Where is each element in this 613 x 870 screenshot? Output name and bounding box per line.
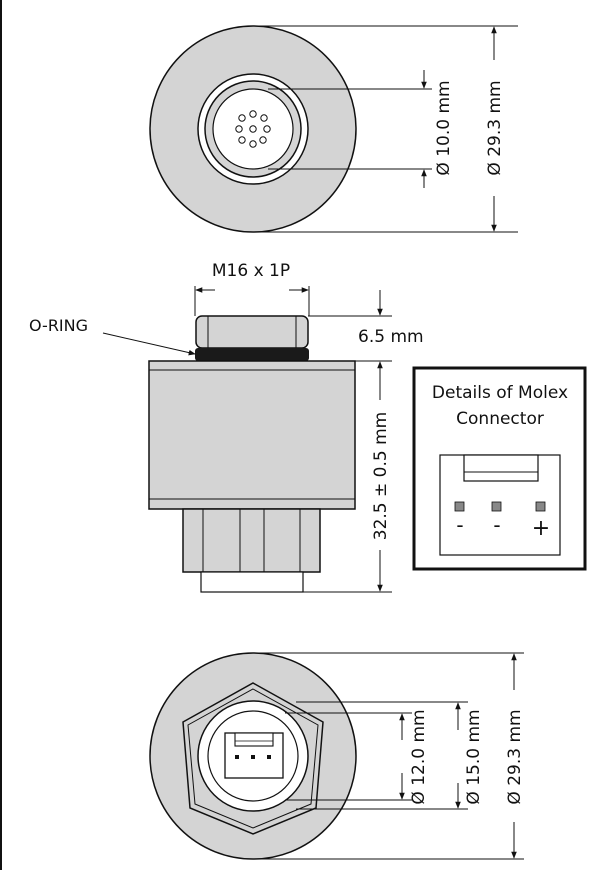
side-view: M16 x 1P O-RING 6.5 mm 32.5 ± 0.5 [29, 261, 424, 593]
molex-pin-1 [454, 501, 465, 512]
sensor-body [148, 360, 356, 510]
bottom-pin-1 [235, 755, 239, 759]
molex-pin-2 [491, 501, 502, 512]
thread-size-label: M16 x 1P [212, 261, 290, 281]
o-ring-label: O-RING [29, 316, 88, 335]
bottom-dia-29-label: Ø 29.3 mm [505, 709, 525, 804]
connector-base [200, 571, 304, 593]
molex-detail-box: Details of Molex Connector - - + [412, 366, 587, 571]
bottom-pin-3 [267, 755, 271, 759]
bottom-pin-2 [251, 755, 255, 759]
connector-housing [182, 508, 321, 573]
molex-title-line1: Details of Molex [432, 383, 568, 403]
left-page-border [0, 0, 2, 870]
o-ring [195, 348, 309, 361]
bottom-dia-12-label: Ø 12.0 mm [409, 709, 429, 804]
o-ring-leader [102, 332, 196, 356]
body-height-label: 32.5 ± 0.5 mm [371, 412, 391, 540]
bottom-pentagon-inner [187, 688, 319, 829]
top-inner-diameter-label: Ø 10.0 mm [434, 80, 454, 175]
molex-pin-3 [535, 501, 546, 512]
top-view: Ø 10.0 mm Ø 29.3 mm [149, 25, 518, 233]
bottom-dia-15-label: Ø 15.0 mm [464, 709, 484, 804]
thread-nut [195, 315, 309, 349]
molex-title-line2: Connector [456, 409, 544, 429]
top-vent-holes [235, 110, 271, 148]
nut-height-label: 6.5 mm [358, 327, 424, 347]
molex-pin-3-polarity: + [532, 516, 550, 541]
bottom-view: Ø 12.0 mm Ø 15.0 mm Ø 29.3 mm [149, 652, 525, 860]
top-outer-diameter-label: Ø 29.3 mm [485, 80, 505, 175]
molex-pin-1-polarity: - [456, 513, 463, 537]
molex-pin-2-polarity: - [493, 513, 500, 537]
molex-latch [463, 454, 539, 482]
bottom-connector-latch [234, 732, 274, 747]
